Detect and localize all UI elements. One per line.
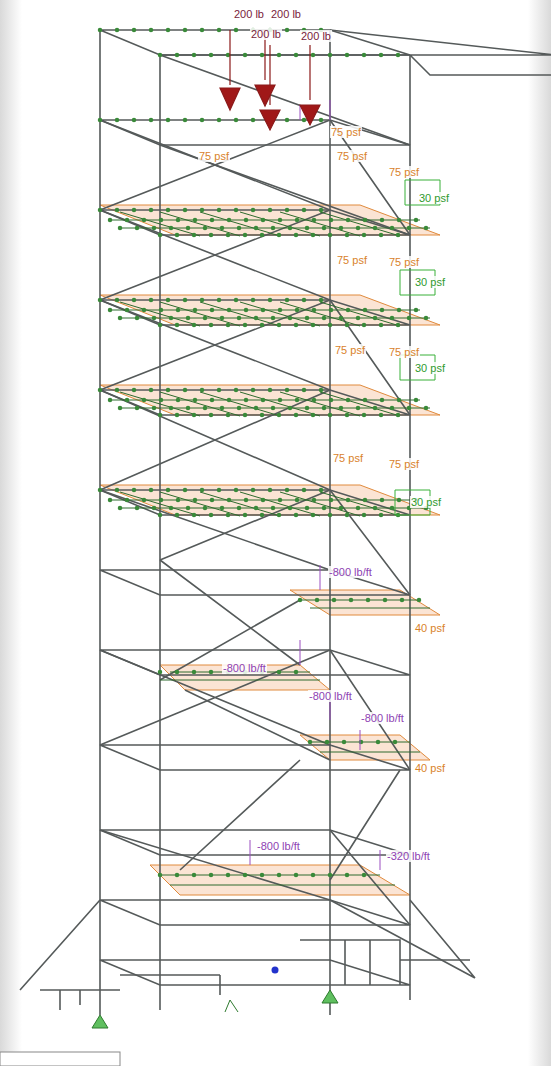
node-dots [100,30,430,875]
load-label: 30 psf [414,276,446,288]
load-label: 75 psf [332,452,364,464]
point-load [220,30,320,130]
support [92,967,338,1029]
line-load [250,100,380,870]
scaffold-frame [20,30,551,1015]
load-label: -800 lb/ft [360,712,405,724]
load-label: 200 lb [300,30,332,42]
load-label: 30 psf [410,496,442,508]
load-label: 30 psf [414,362,446,374]
load-label: 200 lb [270,8,302,20]
load-label: 40 psf [414,622,446,634]
load-label: 75 psf [388,458,420,470]
load-label: -800 lb/ft [328,566,373,578]
corner-box [0,1052,120,1066]
load-label: -320 lb/ft [386,850,431,862]
load-label: 200 lb [233,8,265,20]
deck-load [100,205,440,895]
load-label: 75 psf [198,150,230,162]
load-label: -800 lb/ft [308,690,353,702]
load-label: 75 psf [388,166,420,178]
load-label: 200 lb [250,28,282,40]
load-label: 75 psf [388,256,420,268]
load-label: 75 psf [330,126,362,138]
load-label: 75 psf [336,254,368,266]
load-label: 75 psf [336,150,368,162]
deck-members [110,212,430,885]
load-label: 75 psf [334,344,366,356]
load-label: 40 psf [414,762,446,774]
load-label: -800 lb/ft [256,840,301,852]
load-label: 75 psf [388,346,420,358]
load-label: -800 lb/ft [222,662,267,674]
load-label: 30 psf [418,192,450,204]
